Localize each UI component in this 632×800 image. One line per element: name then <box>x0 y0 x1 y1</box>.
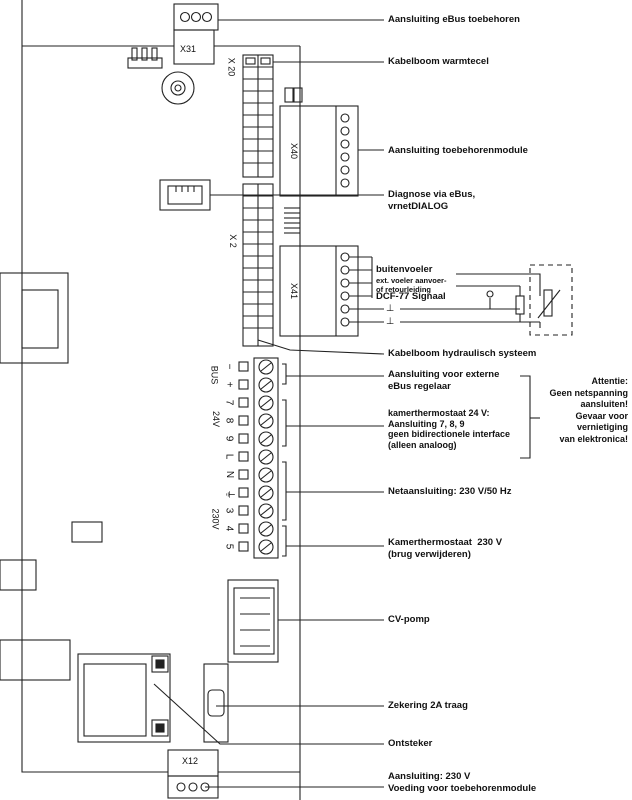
x40-label: X40 <box>289 142 300 160</box>
terminal-number: 4 <box>223 525 235 532</box>
terminal-number: 9 <box>223 435 235 442</box>
warning-note: Attentie: Geen netspanning aansluiten! G… <box>549 376 628 444</box>
accessory-module-label: Aansluiting toebehorenmodule <box>388 145 528 156</box>
jumper-block <box>71 521 103 543</box>
supply-label: Aansluiting: 230 V Voeding voor toebehor… <box>388 771 537 794</box>
pump-connector <box>227 579 279 663</box>
cv-pump-label: CV-pomp <box>388 614 430 625</box>
terminal-number: N <box>224 470 236 479</box>
bus-group-label: BUS <box>209 365 220 385</box>
screw-terminal-strip <box>253 357 279 559</box>
harness-heating-label: Kabelboom warmtecel <box>388 56 489 67</box>
ground-symbol: ⊥ <box>386 316 395 327</box>
terminal-number: − <box>223 363 235 370</box>
harness-hydraulic-label: Kabelboom hydraulisch systeem <box>388 348 537 359</box>
earth-icon: ⏚ <box>223 489 235 500</box>
terminal-number: 5 <box>223 543 235 550</box>
transformer-left <box>0 272 69 364</box>
room-thermostat-230v-label: Kamerthermostaat 230 V (brug verwijderen… <box>388 537 503 560</box>
v24-group-label: 24V <box>211 410 222 428</box>
terminal-number: + <box>223 381 235 388</box>
x31-connector <box>173 29 215 65</box>
room-thermostat-24v-label: kamerthermostaat 24 V: Aansluiting 7, 8,… <box>388 408 511 450</box>
pcb-outline <box>21 0 168 773</box>
ext-ebus-label: Aansluiting voor externe eBus regelaar <box>388 369 500 392</box>
fuse-label: Zekering 2A traag <box>388 700 468 711</box>
external-sensor-resistor <box>515 295 525 315</box>
x31-label: X31 <box>180 44 197 54</box>
terminal-number: 3 <box>223 507 235 514</box>
outdoor-sensor-box <box>529 264 573 336</box>
potentiometer <box>161 71 195 105</box>
x41-label: X41 <box>289 282 300 300</box>
terminal-number: L <box>223 453 235 460</box>
ext-sensor-label: ext. voeler aanvoer- of retourleiding <box>376 276 447 294</box>
x12-label: X12 <box>182 756 199 766</box>
x20-label: X 20 <box>226 57 237 77</box>
diagnostics-label: Diagnose via eBus, vrnetDIALOG <box>388 189 476 212</box>
ebus-accessories-label: Aansluiting eBus toebehoren <box>388 14 520 25</box>
terminal-number: 7 <box>223 399 235 406</box>
outdoor-sensor-label: buitenvoeler <box>376 264 433 275</box>
antenna-icon <box>486 290 494 298</box>
terminal-number: 8 <box>223 417 235 424</box>
igniter-label: Ontsteker <box>388 738 433 749</box>
mains-label: Netaansluiting: 230 V/50 Hz <box>388 486 512 497</box>
dcf-signal-label: DCF-77 Signaal <box>376 291 446 302</box>
terminal-squares <box>238 361 249 552</box>
x40-connector <box>279 105 359 197</box>
v230-group-label: 230V <box>210 508 221 530</box>
thermistor-icon <box>543 289 553 317</box>
ground-symbol: ⊥ <box>386 303 395 314</box>
screw-terminals <box>258 359 274 555</box>
x41-connector <box>279 245 359 337</box>
x2-label: X 2 <box>227 234 238 248</box>
fuse-holder <box>203 663 229 743</box>
